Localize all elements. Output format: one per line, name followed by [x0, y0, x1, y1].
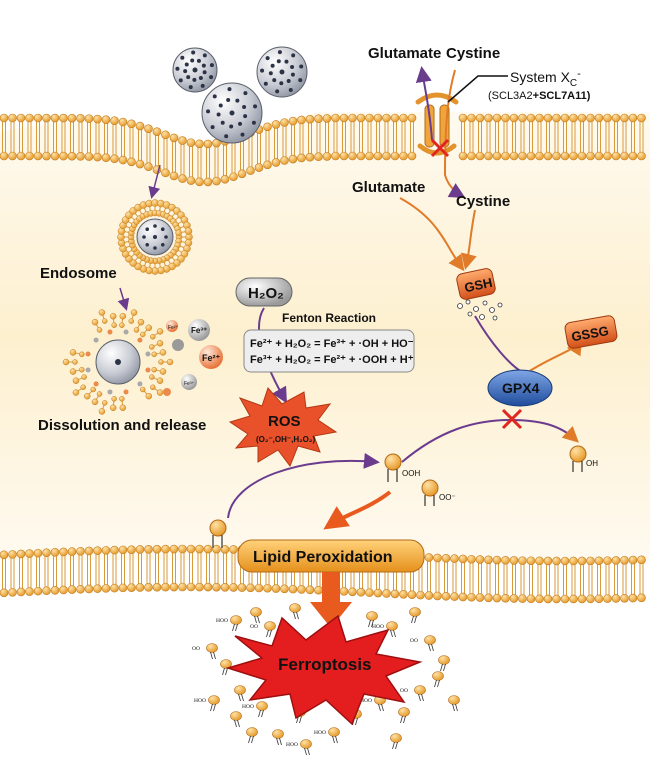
oxidized-lipid-label: OO — [250, 624, 258, 630]
oxidized-lipid — [230, 711, 242, 728]
lipid-peroxidation-label: Lipid Peroxidation — [253, 549, 393, 566]
gssg-label: GSSG — [570, 323, 610, 344]
lipid-oh: OH — [569, 445, 598, 472]
gpx4-badge: GPX4 — [487, 369, 553, 407]
h2o2-badge: H₂O₂ — [235, 277, 293, 307]
oo-radical-label: OO⁻ — [439, 493, 456, 502]
oxidized-lipid: OO — [192, 643, 218, 660]
oxidized-lipid — [246, 727, 258, 744]
oxidized-lipid — [289, 603, 301, 620]
oxidized-lipid-label: HOO — [372, 624, 384, 630]
lipid-native — [209, 519, 227, 548]
oxidized-lipid-label: OO — [400, 688, 408, 694]
ros-species-label: (O₂⁻,OH⁻,H₂O₂) — [256, 435, 315, 444]
lipid-ooh: OOH — [384, 453, 420, 482]
dissolving-endosome — [62, 309, 174, 415]
fe2-ion-label: Fe²⁺ — [168, 325, 179, 331]
cystine-influx-in-arrow — [443, 69, 466, 198]
ferroptosis-burst: Ferroptosis — [225, 614, 423, 726]
gpx4-label: GPX4 — [502, 380, 540, 396]
oxidized-lipid: HOO — [372, 621, 398, 638]
iron-ion-cluster: Fe²⁺ Fe³⁺ Fe²⁺ Fe³⁺ — [163, 319, 223, 396]
lipid-peroxidation-bar: Lipid Peroxidation — [237, 539, 425, 573]
oxidized-lipid — [220, 659, 232, 676]
oxidized-lipid: HOO — [286, 739, 312, 756]
oxidized-lipid-label: HOO — [194, 698, 206, 704]
glutamate-outside-label: Glutamate — [368, 45, 441, 62]
glutamate-to-gsh-arrow — [399, 197, 465, 272]
oxidized-lipid-label: HOO — [314, 730, 326, 736]
fenton-equation-box: Fe²⁺ + H₂O₂ = Fe³⁺ + ·OH + HO⁻ Fe³⁺ + H₂… — [243, 329, 415, 373]
oxidized-lipid: OO — [250, 621, 276, 638]
oxidized-lipid-label: HOO — [286, 742, 298, 748]
cystine-inside-label: Cystine — [456, 193, 510, 210]
fenton-equation-2: Fe³⁺ + H₂O₂ = Fe²⁺ + ·OOH + H⁺ — [250, 354, 414, 366]
cystine-to-gsh-arrow — [461, 209, 477, 270]
oxidized-lipid — [438, 655, 450, 672]
dissolution-label: Dissolution and release — [38, 417, 206, 434]
system-xc-pointer-line — [447, 75, 508, 103]
gssg-badge: GSSG — [564, 315, 618, 349]
ros-to-lipid-arrow — [227, 452, 380, 519]
oxidized-lipid-label: HOO — [216, 618, 228, 624]
endosome-to-release-arrow — [117, 287, 130, 311]
fe3-ion-label: Fe³⁺ — [191, 326, 207, 335]
oh-label: OH — [586, 459, 598, 468]
lipid-oo-radical: OO⁻ — [421, 479, 456, 506]
oxidized-lipid-label: OO — [192, 646, 200, 652]
fe2-ion-label-large: Fe²⁺ — [202, 353, 221, 363]
gsh-badge: GSH — [456, 268, 503, 321]
fenton-title: Fenton Reaction — [282, 311, 376, 325]
ros-burst: ROS (O₂⁻,OH⁻,H₂O₂) — [228, 387, 338, 468]
gpx4-reduction-arrow — [401, 418, 579, 463]
endosome-label: Endosome — [40, 265, 117, 282]
fenton-equation-1: Fe²⁺ + H₂O₂ = Fe³⁺ + ·OH + HO⁻ — [250, 338, 414, 350]
oxidized-lipid: OO — [400, 685, 426, 702]
nanoparticle-cluster — [172, 46, 308, 144]
glutamate-inside-label: Glutamate — [352, 179, 425, 196]
oxidized-lipid-label: HOO — [360, 698, 372, 704]
plasma-membrane-top — [0, 113, 646, 187]
oxidized-lipid: HOO — [242, 701, 268, 718]
oxidized-lipid-label: OO — [410, 638, 418, 644]
oxidized-lipid-label: HOO — [242, 704, 254, 710]
scattered-oxidized-lipids: HOO OO HOO OO OO HOO HOO HOO HOO OO HOO — [192, 603, 460, 756]
ferroptosis-arrow — [310, 572, 352, 628]
lipid-to-peroxidation-arrow — [323, 490, 392, 530]
cystine-outside-label: Cystine — [446, 45, 500, 62]
oxidized-lipid — [250, 607, 262, 624]
oxidized-lipid — [272, 729, 284, 746]
gpx4-inhibition-mark — [501, 408, 523, 430]
oxidized-lipid: OO — [410, 635, 436, 652]
oxidized-lipid: HOO — [216, 615, 242, 632]
oxidized-lipid — [432, 671, 444, 688]
oxidized-lipid — [234, 685, 246, 702]
gsh-label: GSH — [463, 275, 494, 296]
endocytosis-arrow — [148, 164, 161, 199]
ros-label: ROS — [268, 413, 301, 430]
h2o2-label: H₂O₂ — [248, 285, 284, 302]
oxidized-lipid: HOO — [194, 695, 220, 712]
fe-ion-label-small: Fe³⁺ — [184, 381, 195, 387]
ooh-label: OOH — [402, 469, 420, 478]
oxidized-lipid — [448, 695, 460, 712]
transport-inhibition-mark — [430, 138, 450, 158]
oxidized-lipid — [390, 733, 402, 750]
oxidized-lipid — [398, 707, 410, 724]
ferroptosis-label: Ferroptosis — [278, 655, 372, 674]
oxidized-lipid: HOO — [314, 727, 340, 744]
oxidized-lipid — [366, 611, 378, 628]
oxidized-lipid — [409, 607, 421, 624]
system-xc-label: System XC- — [510, 68, 581, 89]
endosome — [117, 199, 193, 275]
glutamate-efflux-arrow — [415, 66, 433, 141]
slc-gene-label: (SCL3A2+SCL7A11) — [488, 90, 591, 102]
